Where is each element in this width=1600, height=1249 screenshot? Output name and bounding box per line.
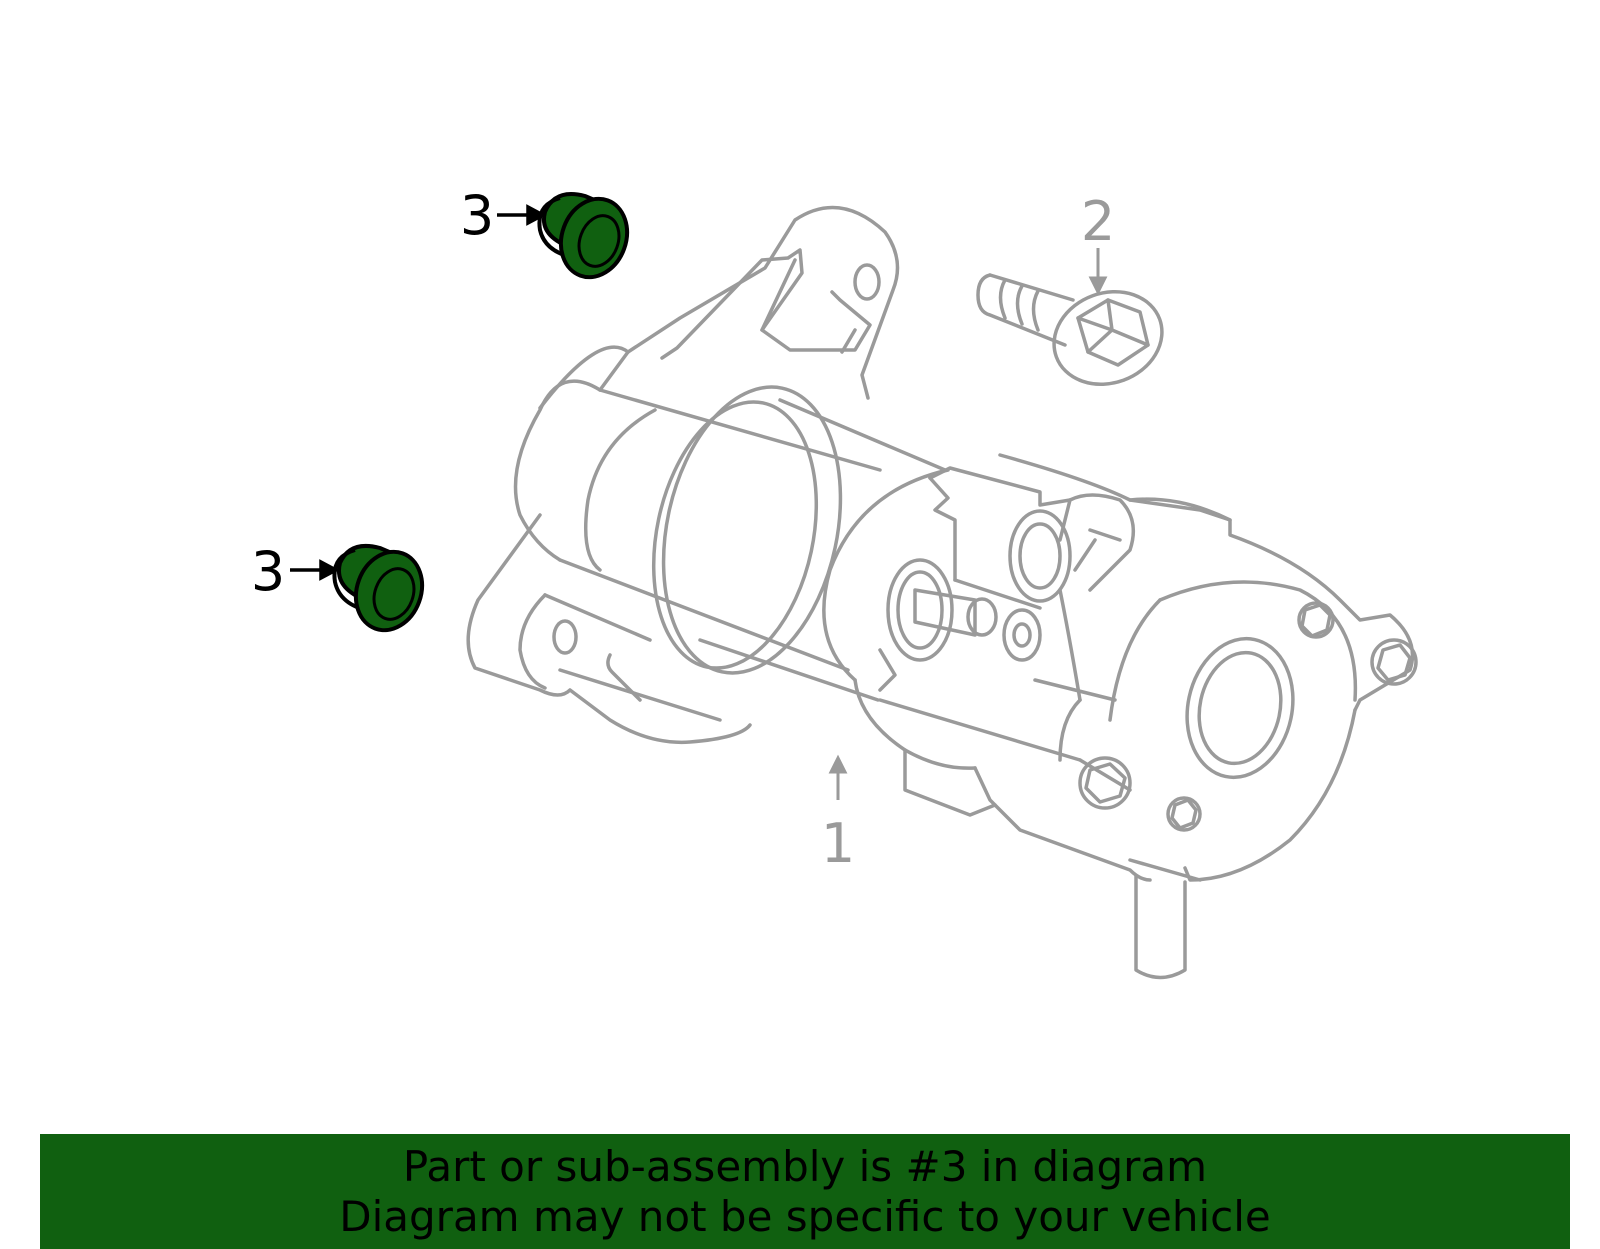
- callout-part-2: 2: [1081, 190, 1115, 253]
- callout-part-1: 1: [821, 812, 855, 875]
- part1-leader: [828, 754, 848, 800]
- part3-lower-leader: [290, 559, 340, 581]
- bushing-icon: [332, 543, 425, 633]
- banner-disclaimer: Diagram may not be specific to your vehi…: [339, 1191, 1271, 1241]
- starter-motor-icon: [466, 205, 1418, 980]
- banner-part-note: Part or sub-assembly is #3 in diagram: [402, 1141, 1208, 1191]
- callout-part-3-lower: 3: [251, 540, 285, 603]
- part2-leader: [1088, 248, 1108, 296]
- part3-upper-leader: [497, 204, 547, 226]
- bushing-icon: [537, 192, 630, 280]
- flange-bolt-icon: [976, 273, 1164, 387]
- info-banner: Part or sub-assembly is #3 in diagram Di…: [40, 1134, 1570, 1249]
- callout-part-3-upper: 3: [460, 184, 494, 247]
